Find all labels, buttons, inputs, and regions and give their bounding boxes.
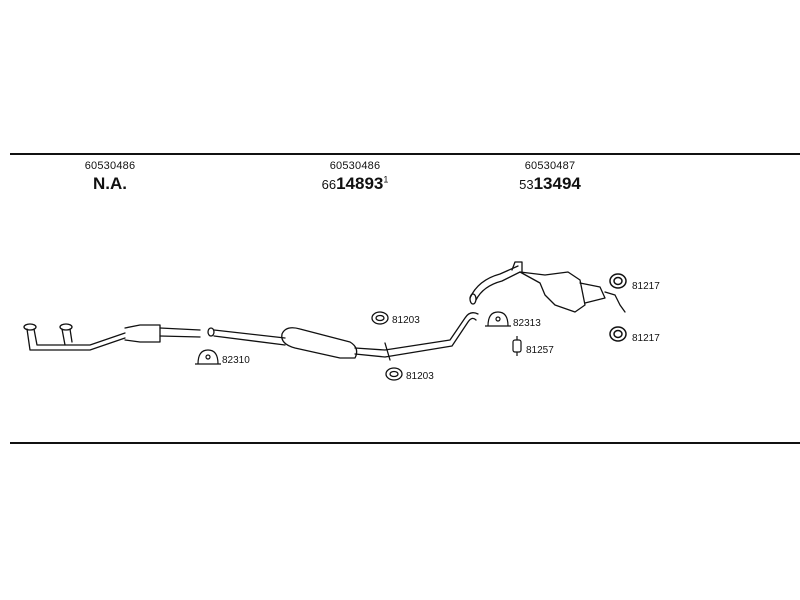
mounting-ring-icon xyxy=(609,273,627,289)
label-ring-right-top: 81217 xyxy=(632,281,660,292)
bottom-divider xyxy=(10,442,800,444)
u-clamp-icon xyxy=(485,311,511,327)
header-rear-section: 60530487 5313494 xyxy=(519,160,581,194)
label-ring-right-bottom: 81217 xyxy=(632,333,660,344)
gasket-ring-icon xyxy=(371,311,389,325)
part-number-rear: 60530487 xyxy=(524,160,576,172)
rear-pipe-silencer xyxy=(469,261,626,313)
part-number-front: 60530486 xyxy=(84,160,136,172)
part-number-middle: 60530486 xyxy=(329,160,381,172)
header-middle-section: 60530486 66148931 xyxy=(322,160,389,194)
code-middle: 66148931 xyxy=(321,174,389,193)
mounting-ring-icon xyxy=(609,326,627,342)
front-pipe xyxy=(23,323,201,351)
u-clamp-icon xyxy=(195,349,221,365)
header-front-section: 60530486 N.A. xyxy=(85,160,136,194)
rubber-hanger-icon xyxy=(512,336,522,356)
label-ring-upper: 81203 xyxy=(392,315,420,326)
code-rear: 5313494 xyxy=(519,174,581,193)
gasket-ring-icon xyxy=(385,367,403,381)
label-clamp-rear: 82313 xyxy=(513,318,541,329)
label-ring-lower: 81203 xyxy=(406,371,434,382)
code-front: N.A. xyxy=(92,174,127,193)
top-divider xyxy=(10,153,800,155)
label-hanger-rear: 81257 xyxy=(526,345,554,356)
middle-pipe-silencer xyxy=(207,312,479,361)
label-clamp-front: 82310 xyxy=(222,355,250,366)
